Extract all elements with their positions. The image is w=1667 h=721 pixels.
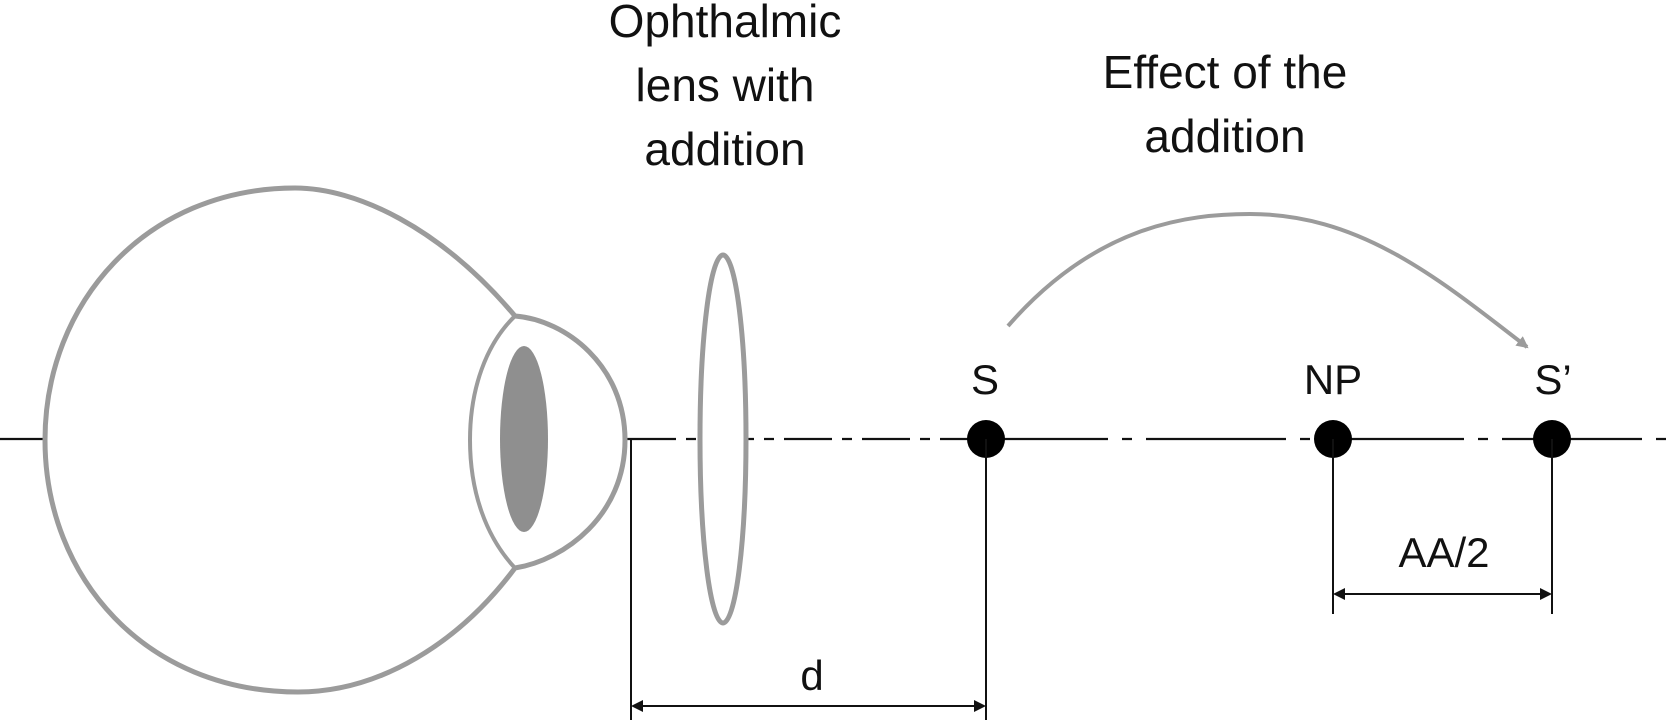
- point-s-prime-label: S’: [1534, 356, 1571, 403]
- effect-title-line-1: Effect of the: [1103, 46, 1348, 98]
- aa-half-label: AA/2: [1398, 529, 1489, 576]
- cornea-line: [467, 314, 517, 570]
- pupil: [500, 346, 548, 532]
- lens-title-line-1: Ophthalmic: [609, 0, 842, 47]
- distance-d-label: d: [800, 652, 823, 699]
- point-s-label: S: [971, 356, 999, 403]
- lens-title-line-2: lens with: [636, 59, 815, 111]
- lens-title-line-3: addition: [644, 123, 805, 175]
- point-np-label: NP: [1304, 356, 1362, 403]
- eye-outline: [42, 185, 628, 695]
- effect-title-line-2: addition: [1144, 110, 1305, 162]
- ophthalmic-lens: [697, 252, 749, 626]
- effect-arrow: [1006, 211, 1529, 349]
